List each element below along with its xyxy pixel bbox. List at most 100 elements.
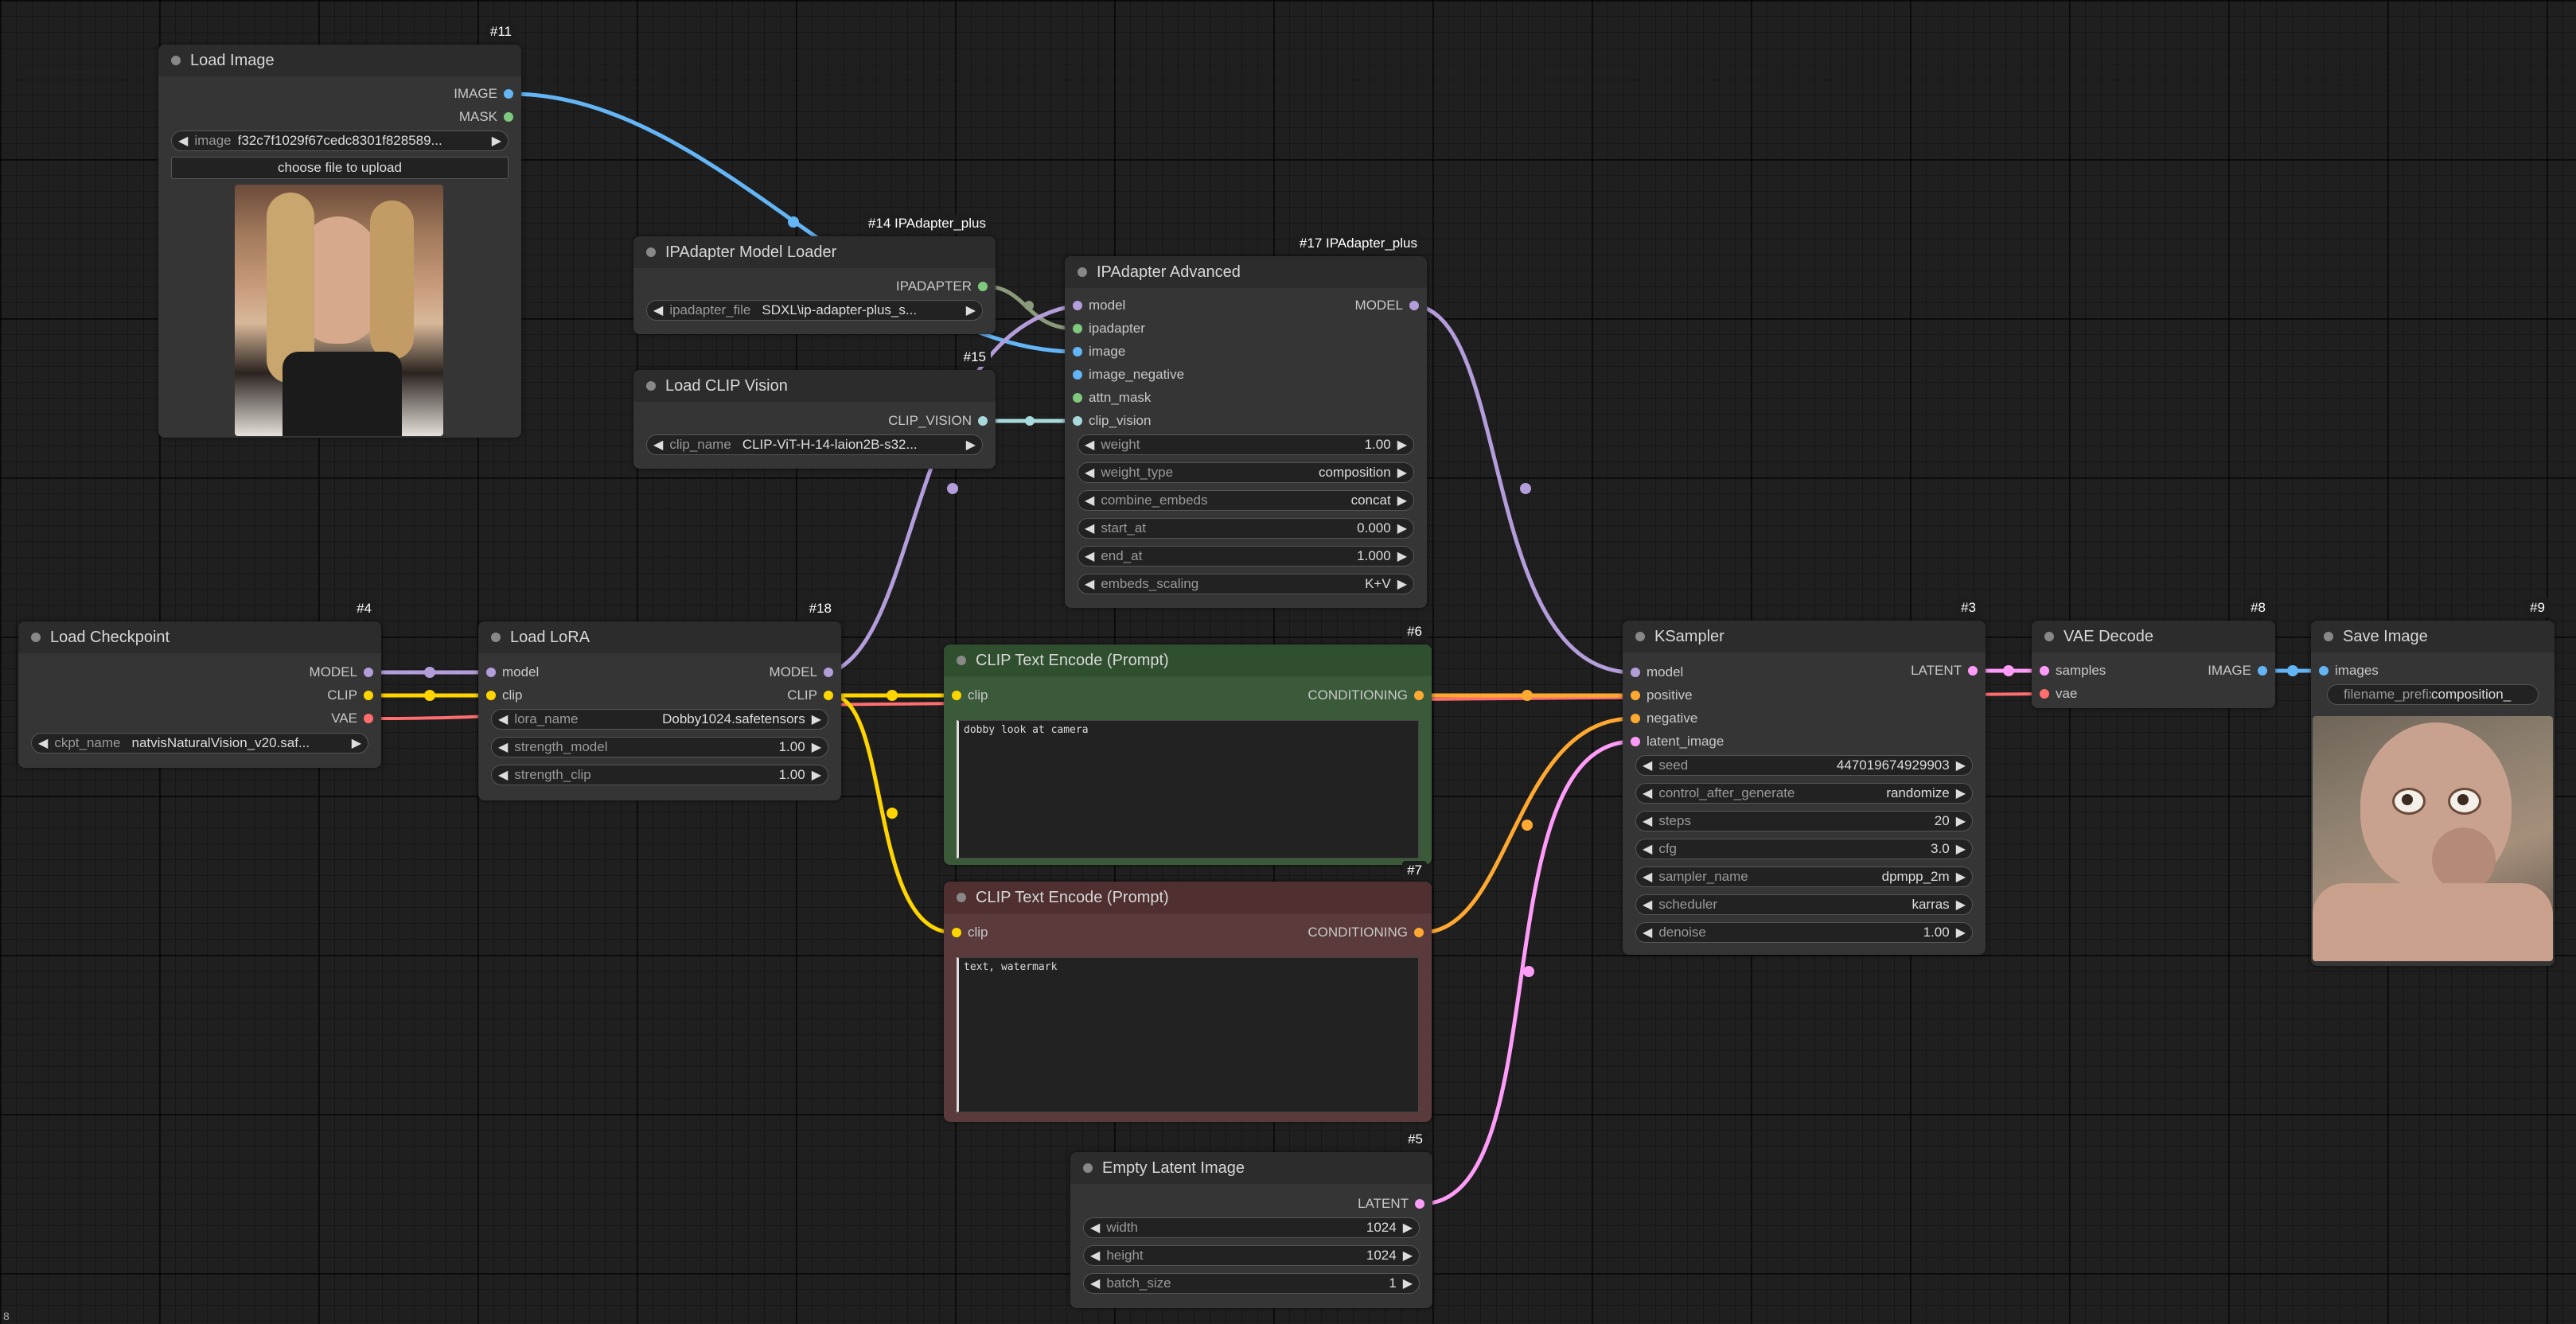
left-arrow-icon[interactable]: ◀ bbox=[1090, 1249, 1101, 1263]
node-title-bar[interactable]: IPAdapter Model Loader bbox=[633, 236, 996, 268]
collapse-dot-icon[interactable] bbox=[1078, 267, 1087, 277]
prompt-textarea[interactable]: text, watermark bbox=[957, 957, 1419, 1112]
model-slot-icon[interactable] bbox=[364, 668, 373, 677]
right-arrow-icon[interactable]: ▶ bbox=[1955, 898, 1966, 912]
right-arrow-icon[interactable]: ▶ bbox=[1397, 438, 1407, 452]
right-arrow-icon[interactable]: ▶ bbox=[965, 304, 976, 317]
input-model[interactable]: model bbox=[1623, 661, 1683, 683]
input-ipadapter[interactable]: ipadapter bbox=[1065, 317, 1145, 340]
model-slot-icon[interactable] bbox=[824, 668, 833, 677]
clip-vision-slot-icon[interactable] bbox=[978, 416, 988, 426]
left-arrow-icon[interactable]: ◀ bbox=[1085, 494, 1095, 508]
output-vae[interactable]: VAE bbox=[331, 707, 381, 730]
right-arrow-icon[interactable]: ▶ bbox=[811, 741, 821, 754]
collapse-dot-icon[interactable] bbox=[1083, 1163, 1093, 1173]
left-arrow-icon[interactable]: ◀ bbox=[653, 438, 664, 452]
node-ipadapter-advanced[interactable]: #17 IPAdapter_plus IPAdapter Advanced mo… bbox=[1065, 234, 1427, 608]
output-ipadapter[interactable]: IPADAPTER bbox=[896, 275, 996, 298]
input-images[interactable]: images bbox=[2311, 660, 2379, 682]
left-arrow-icon[interactable]: ◀ bbox=[1643, 898, 1653, 912]
collapse-dot-icon[interactable] bbox=[31, 633, 41, 642]
prompt-textarea[interactable]: dobby look at camera bbox=[957, 720, 1419, 859]
conditioning-slot-icon[interactable] bbox=[1414, 928, 1424, 937]
right-arrow-icon[interactable]: ▶ bbox=[1955, 843, 1966, 856]
right-arrow-icon[interactable]: ▶ bbox=[491, 134, 501, 148]
left-arrow-icon[interactable]: ◀ bbox=[1085, 466, 1095, 480]
node-load-checkpoint[interactable]: #4 Load Checkpoint MODEL CLIP VAE ◀ckpt_… bbox=[18, 599, 381, 768]
node-title-bar[interactable]: Load CLIP Vision bbox=[633, 370, 996, 402]
right-arrow-icon[interactable]: ▶ bbox=[351, 737, 361, 750]
latent-slot-icon[interactable] bbox=[1631, 737, 1640, 746]
node-title-bar[interactable]: IPAdapter Advanced bbox=[1065, 256, 1427, 288]
input-attn-mask[interactable]: attn_mask bbox=[1065, 387, 1151, 409]
node-clip-text-encode-positive[interactable]: #6 CLIP Text Encode (Prompt) clip CONDIT… bbox=[944, 622, 1432, 865]
input-samples[interactable]: samples bbox=[2032, 660, 2106, 682]
collapse-dot-icon[interactable] bbox=[1635, 632, 1645, 641]
right-arrow-icon[interactable]: ▶ bbox=[811, 769, 821, 782]
model-slot-icon[interactable] bbox=[486, 668, 496, 677]
image-slot-icon[interactable] bbox=[1073, 370, 1082, 380]
conditioning-slot-icon[interactable] bbox=[1414, 691, 1424, 700]
latent-slot-icon[interactable] bbox=[1968, 666, 1978, 676]
output-clip-vision[interactable]: CLIP_VISION bbox=[888, 410, 996, 432]
clip-slot-icon[interactable] bbox=[824, 691, 833, 700]
output-clip[interactable]: CLIP bbox=[327, 684, 381, 707]
node-ksampler[interactable]: #3 KSampler model positive negative late… bbox=[1623, 598, 1986, 955]
collapse-dot-icon[interactable] bbox=[491, 633, 501, 642]
left-arrow-icon[interactable]: ◀ bbox=[1090, 1277, 1101, 1291]
mask-slot-icon[interactable] bbox=[504, 112, 513, 122]
collapse-dot-icon[interactable] bbox=[957, 893, 966, 902]
right-arrow-icon[interactable]: ▶ bbox=[1955, 815, 1966, 828]
output-clip[interactable]: CLIP bbox=[787, 684, 841, 707]
collapse-dot-icon[interactable] bbox=[2324, 632, 2333, 641]
node-title-bar[interactable]: CLIP Text Encode (Prompt) bbox=[944, 882, 1432, 913]
collapse-dot-icon[interactable] bbox=[957, 656, 966, 665]
clip-slot-icon[interactable] bbox=[486, 691, 496, 700]
input-image[interactable]: image bbox=[1065, 341, 1125, 363]
clip-slot-icon[interactable] bbox=[952, 691, 961, 700]
right-arrow-icon[interactable]: ▶ bbox=[1955, 787, 1966, 800]
output-model[interactable]: MODEL bbox=[310, 661, 381, 683]
node-title-bar[interactable]: Load Checkpoint bbox=[18, 621, 381, 653]
node-ipadapter-model-loader[interactable]: #14 IPAdapter_plus IPAdapter Model Loade… bbox=[633, 214, 996, 334]
upload-button[interactable]: choose file to upload bbox=[171, 157, 509, 179]
left-arrow-icon[interactable]: ◀ bbox=[1643, 787, 1653, 800]
input-positive[interactable]: positive bbox=[1623, 684, 1693, 707]
left-arrow-icon[interactable]: ◀ bbox=[1643, 815, 1653, 828]
right-arrow-icon[interactable]: ▶ bbox=[1955, 870, 1966, 884]
left-arrow-icon[interactable]: ◀ bbox=[1085, 550, 1095, 563]
output-image[interactable]: IMAGE bbox=[2208, 660, 2275, 682]
node-vae-decode[interactable]: #8 VAE Decode samples vae IMAGE bbox=[2032, 598, 2275, 708]
left-arrow-icon[interactable]: ◀ bbox=[1643, 926, 1653, 940]
collapse-dot-icon[interactable] bbox=[646, 247, 656, 257]
left-arrow-icon[interactable]: ◀ bbox=[498, 741, 509, 754]
node-load-lora[interactable]: #18 Load LoRA model clip MODEL CLIP ◀lor… bbox=[478, 599, 841, 800]
left-arrow-icon[interactable]: ◀ bbox=[38, 737, 49, 750]
output-latent[interactable]: LATENT bbox=[1358, 1193, 1432, 1215]
output-model[interactable]: MODEL bbox=[770, 661, 841, 683]
input-image-negative[interactable]: image_negative bbox=[1065, 364, 1184, 386]
left-arrow-icon[interactable]: ◀ bbox=[1643, 759, 1653, 773]
left-arrow-icon[interactable]: ◀ bbox=[1090, 1221, 1101, 1235]
clip-slot-icon[interactable] bbox=[364, 691, 373, 700]
right-arrow-icon[interactable]: ▶ bbox=[1397, 550, 1407, 563]
image-slot-icon[interactable] bbox=[1073, 347, 1082, 356]
right-arrow-icon[interactable]: ▶ bbox=[1397, 578, 1407, 591]
clip-slot-icon[interactable] bbox=[952, 928, 961, 937]
left-arrow-icon[interactable]: ◀ bbox=[178, 134, 189, 148]
